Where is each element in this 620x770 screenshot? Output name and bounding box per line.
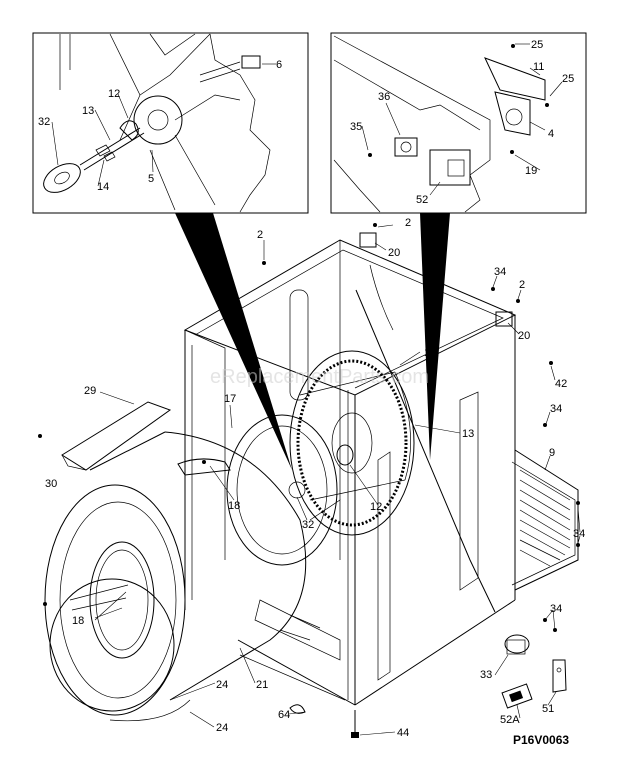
label: 5 [148, 173, 154, 185]
label: 13 [82, 105, 94, 117]
label: 36 [378, 91, 390, 103]
left-callout-pointer [175, 213, 292, 470]
label: 18 [228, 500, 240, 512]
label: 44 [397, 727, 409, 739]
clip-20 [359, 232, 377, 248]
label: 15 [424, 347, 436, 359]
label: 34 [573, 528, 585, 540]
label: 17 [224, 393, 236, 405]
label: 18 [72, 615, 84, 627]
left-inset-frame [32, 32, 309, 214]
label: 2 [519, 279, 525, 291]
label: 34 [494, 266, 506, 278]
label: 25 [531, 39, 543, 51]
drawing-code: P16V0063 [513, 733, 569, 747]
right-inset: 25 11 25 36 35 4 19 52 [330, 32, 587, 214]
top-trim [61, 401, 172, 471]
label: 9 [549, 447, 555, 459]
label: 52 [416, 194, 428, 206]
drive-disc [289, 264, 496, 613]
label: 2 [405, 217, 411, 229]
label: 21 [256, 679, 268, 691]
right-inset-frame [330, 32, 587, 214]
label: 12 [108, 88, 120, 100]
label: 32 [38, 116, 50, 128]
label: 64 [278, 709, 290, 721]
label: 34 [550, 403, 562, 415]
label: 6 [276, 59, 282, 71]
label: 13 [462, 428, 474, 440]
label: 20 [518, 330, 530, 342]
label: 30 [45, 478, 57, 490]
label: 29 [84, 385, 96, 397]
drum [44, 431, 307, 722]
label: 34 [550, 603, 562, 615]
label: 32 [302, 519, 314, 531]
door-switch [501, 634, 567, 709]
left-inset: 6 12 13 32 14 5 [32, 32, 309, 214]
rear-vent [511, 449, 579, 591]
label: 42 [555, 378, 567, 390]
right-callout-pointer [420, 213, 450, 460]
label: 14 [97, 181, 109, 193]
watermark: eReplacementParts.com [210, 366, 429, 388]
label: 11 [533, 61, 544, 73]
label: 52A [500, 714, 520, 726]
label: 12 [370, 501, 382, 513]
label: 24 [216, 679, 228, 691]
label: 2 [257, 229, 263, 241]
label: 35 [350, 121, 362, 133]
label: 51 [542, 703, 554, 715]
label: 4 [548, 128, 554, 140]
label: 25 [562, 73, 574, 85]
label: 19 [525, 165, 537, 177]
cabinet [183, 239, 517, 706]
label: 33 [480, 669, 492, 681]
label: 20 [388, 247, 400, 259]
label: 24 [216, 722, 228, 734]
clip-20 [495, 311, 513, 327]
